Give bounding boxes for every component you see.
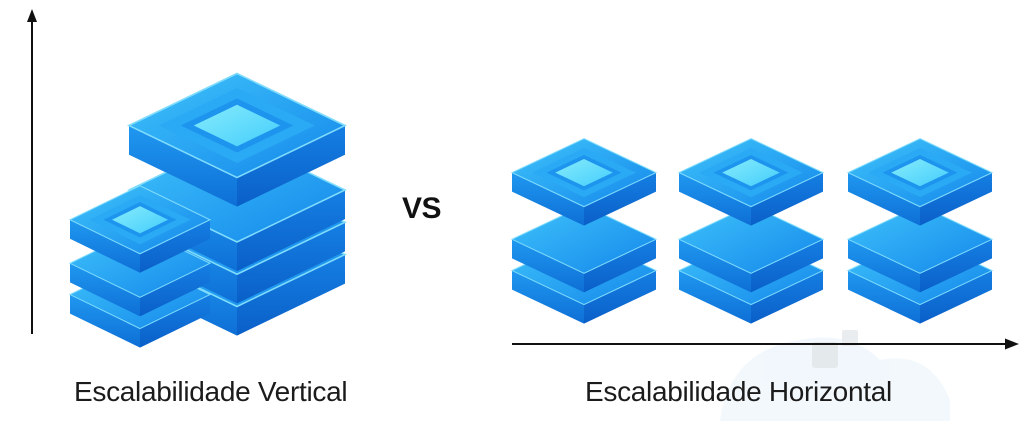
watermark-logo [720, 330, 950, 421]
server-stack-horizontal-3 [848, 139, 992, 325]
server-stack-horizontal-2 [679, 139, 823, 325]
server-stack-small [70, 186, 210, 349]
server-stack-horizontal-1 [512, 139, 656, 325]
horizontal-scaling-caption: Escalabilidade Horizontal [585, 376, 892, 407]
vertical-scaling-caption: Escalabilidade Vertical [74, 376, 348, 407]
horizontal-axis-arrow [512, 338, 1019, 350]
versus-label: VS [402, 192, 442, 225]
vertical-axis-arrow [27, 9, 37, 334]
